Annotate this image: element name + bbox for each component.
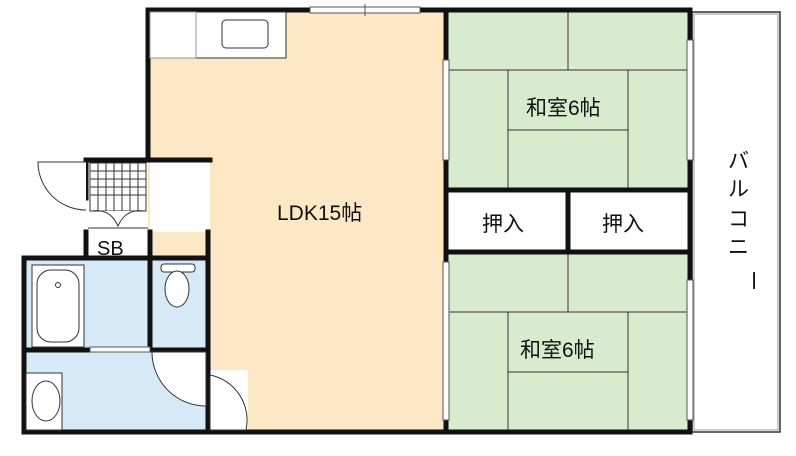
washbasin-icon [31,380,61,422]
svg-text:ル: ル [728,178,749,201]
closet-left-floor [446,190,568,252]
windows [89,4,694,421]
svg-text:コ: コ [728,208,749,231]
drain-icon [55,282,61,288]
kitchen-sink-icon [221,19,269,49]
fridge-space [149,11,197,59]
tatami-lines-top [446,12,690,190]
entrance-area [150,160,210,232]
walls [21,7,693,435]
balcony-inner [693,13,779,431]
closet-right-floor [568,190,690,252]
ldk-door-icon [209,374,248,431]
room-label-ldk: LDK15帖 [277,202,362,225]
svg-text:ニ: ニ [728,236,749,259]
room-label-shoe-box: SB [97,238,124,260]
room-label-washitsu-bottom: 和室6帖 [520,339,595,362]
entry-door-icon [37,161,87,211]
tatami-lines-bottom [446,252,690,432]
toilet-icon [164,270,190,308]
shoe-box-grid [88,162,148,229]
balcony [691,11,781,433]
room-label-washitsu-top: 和室6帖 [526,97,601,120]
bathtub-icon [36,269,80,343]
room-label-closet-left: 押入 [482,213,524,236]
svg-text:ー: ー [741,270,764,291]
svg-text:バ: バ [728,150,749,173]
room-label-balcony: バ ル コ ニ ー [728,150,764,291]
room-label-closet-right: 押入 [602,213,644,236]
toilet-door-icon [150,351,207,407]
